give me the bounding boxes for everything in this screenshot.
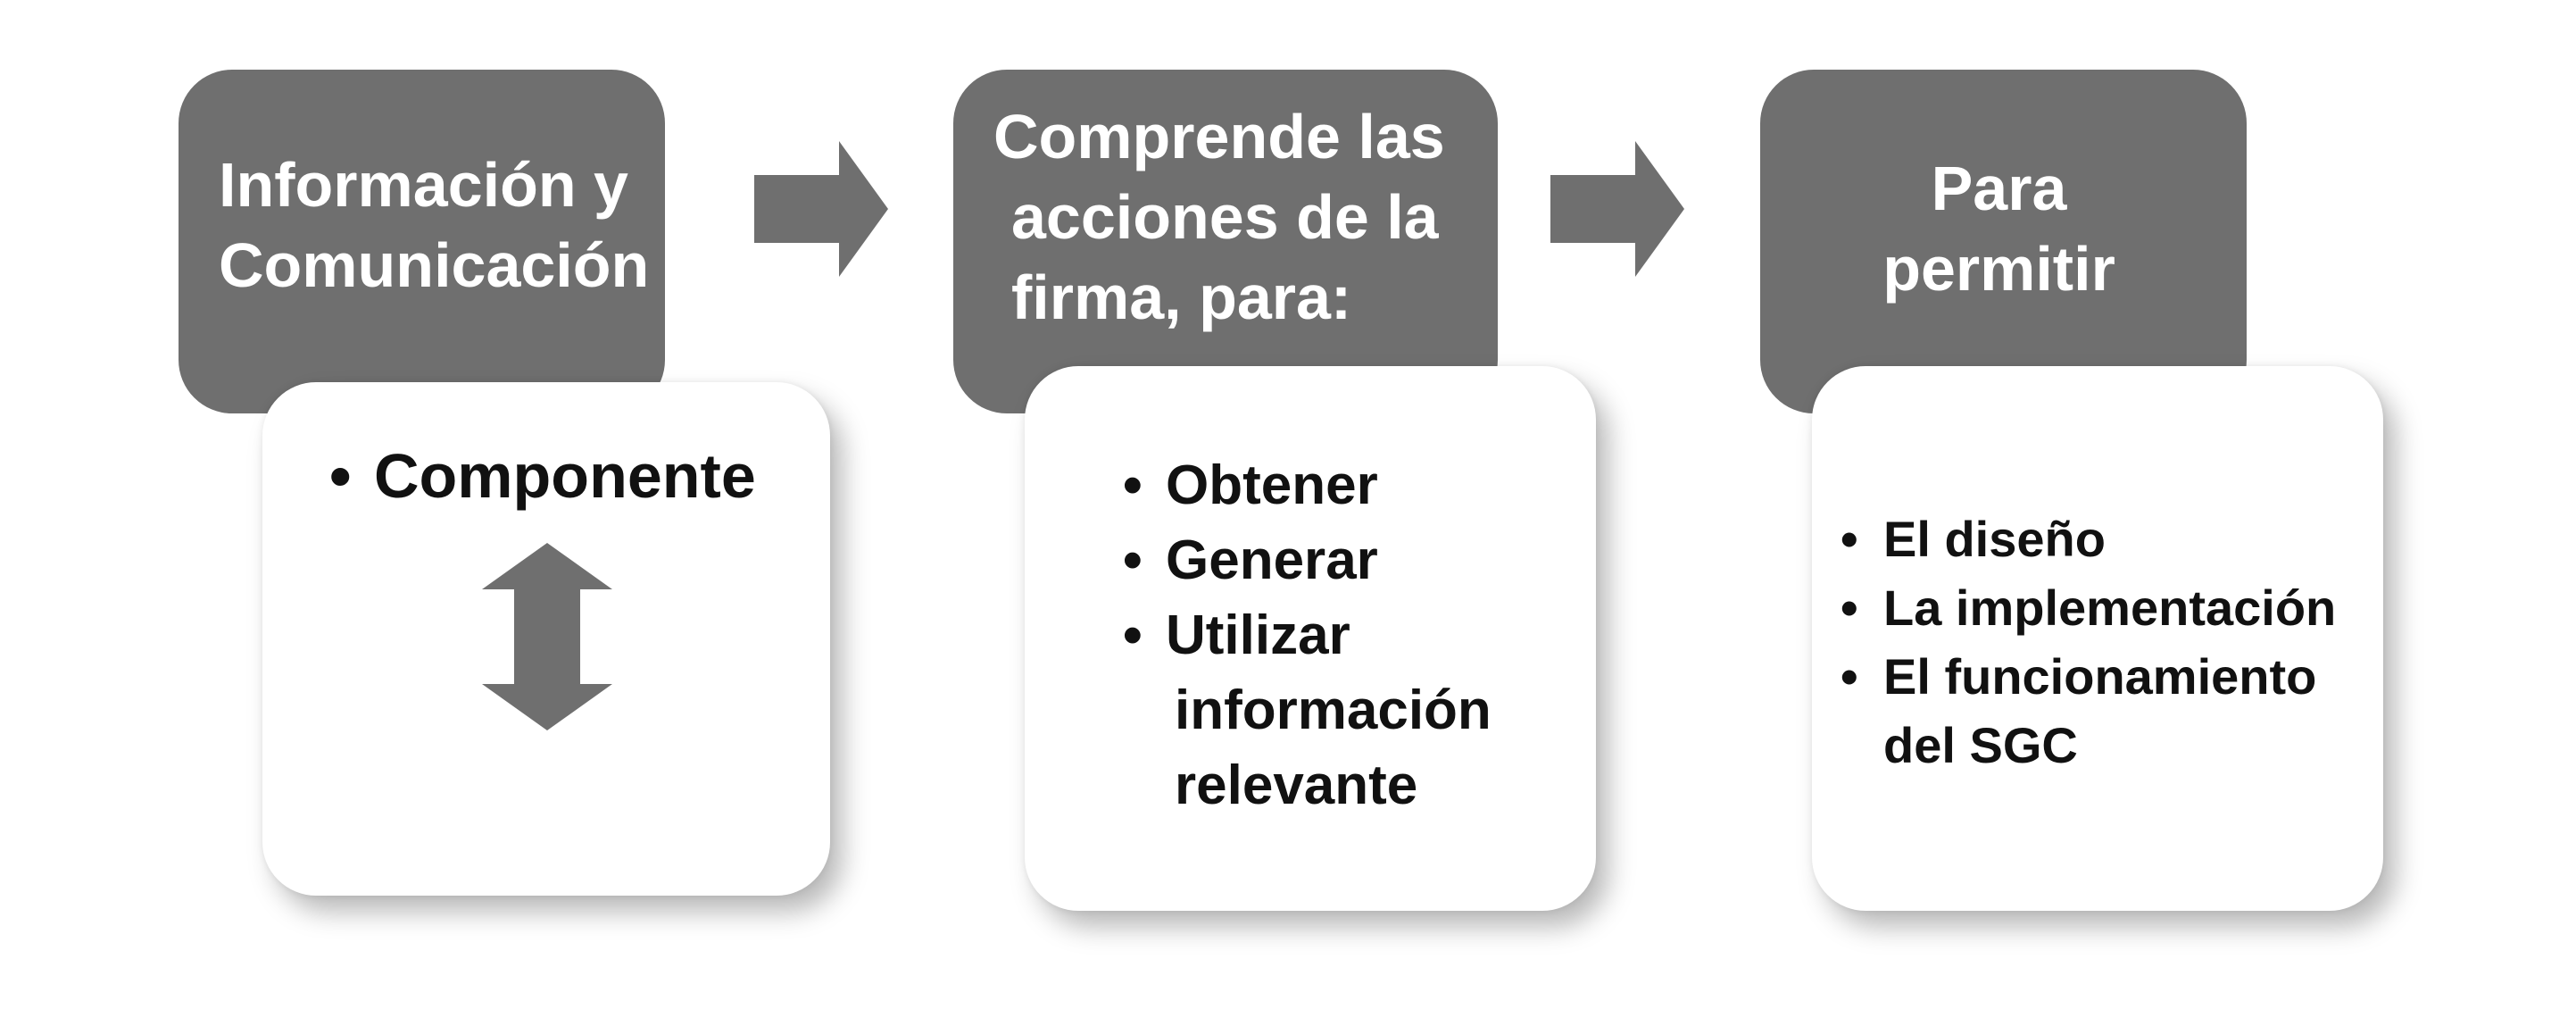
stage-3-bullet-text-3a: El funcionamiento [1883,648,2317,705]
stage-2-bullet-text-2: Generar [1166,530,1378,591]
bullet-dot-icon: • [1841,511,1858,567]
stage-2-header: Comprende las acciones de la firma, para… [953,70,1498,413]
stage-1-header-line-2: Comunicación [219,230,650,300]
stage-2-bullet-item-1: • Obtener [1123,448,1492,523]
bullet-dot-icon: • [1841,648,1858,705]
bullet-dot-icon: • [1841,580,1858,636]
stage-2-header-line-3: firma, para: [1011,263,1352,332]
stage-2-bullet-text-3c: relevante [1175,755,1418,816]
stage-1-bullet-list: • Componente [329,436,756,516]
stage-1-header-line-1: Información y [219,150,628,220]
stage-3-bullet-list: • El diseño • La implementación • El fun… [1841,505,2336,780]
stage-3-bullet-item-2: • La implementación [1841,573,2336,642]
stage-2-bullet-item-2: • Generar [1123,523,1492,598]
arrow-right-icon [754,141,888,277]
bullet-dot-icon: • [1123,455,1143,516]
stage-3-card: • El diseño • La implementación • El fun… [1812,366,2383,911]
stage-3-header: Para permitir [1760,70,2247,413]
stage-1-header: Información y Comunicación [179,70,665,413]
stage-2-bullet-list: • Obtener • Generar • Utilizar informaci… [1123,448,1492,823]
stage-3-bullet-item-1: • El diseño [1841,505,2336,573]
stage-3-header-line-2: permitir [1882,234,2115,304]
stage-1-bullet-item: • Componente [329,436,756,516]
stage-3-bullet-item-3: • El funcionamiento del SGC [1841,642,2336,780]
stage-3-header-line-1: Para [1931,154,2067,223]
stage-2-bullet-text-1: Obtener [1166,455,1378,516]
stage-3-bullet-text-3b: del SGC [1883,717,2078,773]
stage-2-card: • Obtener • Generar • Utilizar informaci… [1025,366,1596,911]
bullet-dot-icon: • [1123,530,1143,591]
bullet-dot-icon: • [329,441,352,511]
stage-3-bullet-text-1: El diseño [1883,511,2106,567]
stage-1-card: • Componente [262,382,830,896]
stage-2-bullet-item-3: • Utilizar información relevante [1123,598,1492,823]
stage-2-header-line-1: Comprende las [993,102,1445,171]
double-arrow-vertical-icon [482,543,612,730]
stage-3-bullet-text-2: La implementación [1883,580,2337,636]
stage-1-bullet-text: Componente [374,441,756,511]
stage-2-header-line-2: acciones de la [1011,182,1439,252]
arrow-right-icon [1550,141,1684,277]
bullet-dot-icon: • [1123,605,1143,666]
stage-2-bullet-text-3b: información [1175,680,1492,741]
stage-2-bullet-text-3a: Utilizar [1166,605,1350,666]
